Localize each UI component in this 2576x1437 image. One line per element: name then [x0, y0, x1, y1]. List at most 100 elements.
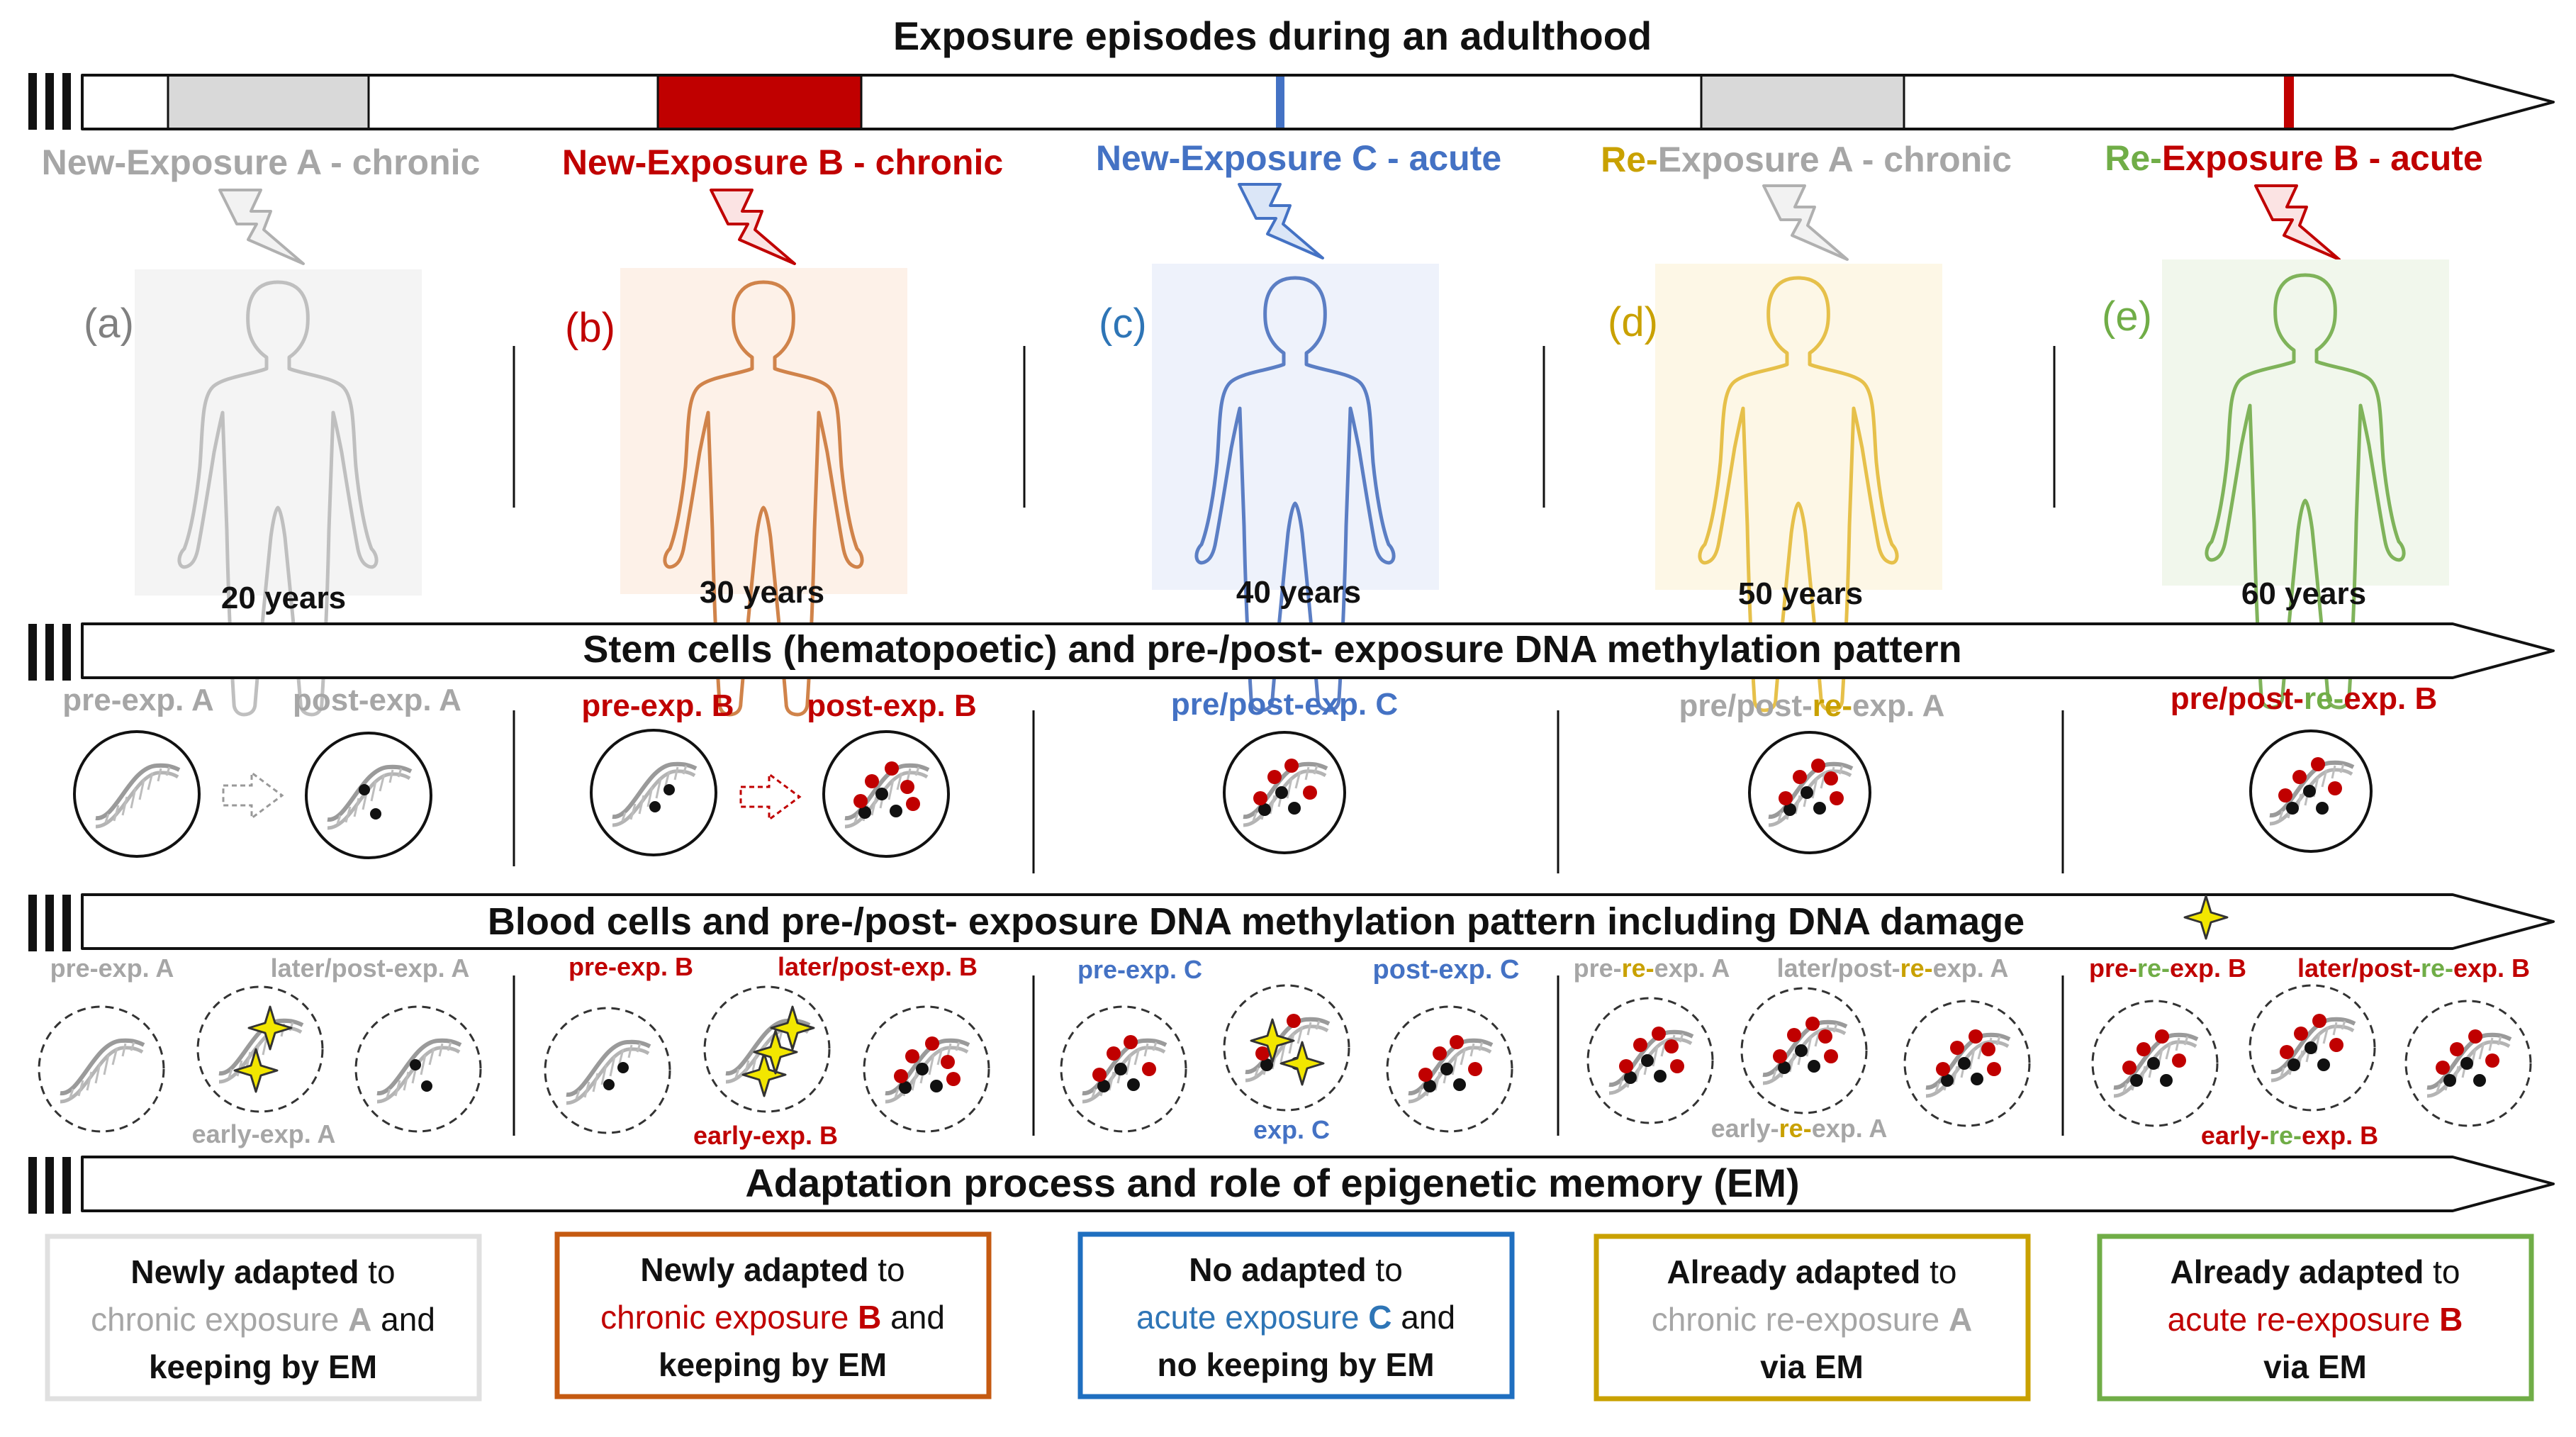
- blood-cell: [1223, 984, 1350, 1112]
- adaptation-box-d-line2: chronic re-exposure A: [1652, 1301, 1973, 1338]
- person-panel-d: [1655, 264, 1942, 590]
- blood-marker: [28, 895, 71, 951]
- age-label-b: 30 years: [700, 575, 824, 610]
- panel-separators-middle: [513, 710, 2064, 873]
- blood-cell: [2249, 984, 2376, 1112]
- stem-cell: [305, 732, 432, 859]
- age-label-e: 60 years: [2241, 576, 2366, 611]
- panel-letter-a: (a): [84, 301, 134, 347]
- panel-separators-lower: [513, 975, 2064, 1136]
- exposure-segment-b: [658, 75, 861, 129]
- exposure-segment-re-a: [1701, 75, 1904, 129]
- exposure-label-b: New-Exposure B - chronic: [562, 142, 1003, 182]
- blood-label: later/post-exp. A: [271, 954, 470, 983]
- stem-cell: [590, 729, 717, 856]
- adaptation-box-d: [1594, 1234, 2031, 1402]
- adaptation-box-d-line3: via EM: [1760, 1348, 1864, 1385]
- person-panel-a: [135, 269, 422, 596]
- blood-cell: [354, 1005, 482, 1133]
- exposure-segment-c: [1276, 75, 1284, 129]
- arrow-icon: [222, 771, 284, 820]
- blood-cell: [703, 985, 831, 1113]
- blood-label: pre-exp. A: [50, 954, 174, 983]
- stem-label: pre-exp. A: [62, 683, 214, 717]
- blood-cell: [863, 1005, 990, 1133]
- age-label-d: 50 years: [1738, 576, 1863, 611]
- stem-label: pre-exp. B: [581, 688, 734, 723]
- person-panel-e: [2162, 259, 2449, 586]
- adaptation-box-e-line3: via EM: [2263, 1348, 2367, 1385]
- blood-header-arrow: [81, 893, 2555, 950]
- panel-separators-top: [513, 346, 2056, 508]
- stem-label: post-exp. B: [807, 688, 977, 723]
- blood-cell: [2404, 1000, 2532, 1127]
- adaptation-box-c-line1: No adapted to: [1189, 1251, 1403, 1288]
- lightning-icon: [710, 189, 796, 265]
- blood-cell: [1060, 1005, 1187, 1133]
- blood-cell: [38, 1005, 165, 1133]
- stem-cell: [1748, 731, 1871, 854]
- exposure-segment-re-b: [2284, 75, 2294, 129]
- age-label-a: 20 years: [221, 581, 346, 615]
- blood-label: early-re-exp. B: [2201, 1121, 2378, 1150]
- stem-label: pre/post-re-exp. A: [1679, 688, 1945, 723]
- exposure-label-re-a: Re-Exposure A - chronic: [1601, 140, 2012, 179]
- blood-label: exp. C: [1253, 1115, 1330, 1144]
- panel-letter-c: (c): [1099, 301, 1147, 347]
- blood-label: pre-exp. B: [569, 952, 693, 981]
- blood-header-text: Blood cells and pre-/post- exposure DNA …: [488, 900, 2025, 943]
- blood-label: pre-re-exp. A: [1574, 954, 1730, 983]
- blood-label: post-exp. C: [1373, 955, 1520, 985]
- blood-label: later/post-exp. B: [778, 952, 978, 981]
- adaptation-box-e-line2: acute re-exposure B: [2168, 1301, 2463, 1338]
- blood-label: early-exp. B: [693, 1121, 838, 1150]
- adaptation-header-text: Adaptation process and role of epigeneti…: [745, 1161, 1799, 1205]
- stem-cell: [822, 730, 950, 858]
- blood-cell: [2091, 1000, 2219, 1127]
- adaptation-marker: [28, 1157, 71, 1214]
- exposure-label-a: New-Exposure A - chronic: [42, 142, 481, 182]
- lightning-icon: [1762, 184, 1849, 261]
- adaptation-box-c: [1077, 1231, 1515, 1399]
- panel-letter-b: (b): [565, 305, 615, 351]
- adaptation-box-b-line1: Newly adapted to: [640, 1251, 905, 1288]
- person-panel-c: [1152, 264, 1439, 590]
- adaptation-box-b-line2: chronic exposure B and: [600, 1299, 945, 1336]
- adaptation-box-b-line3: keeping by EM: [659, 1346, 887, 1383]
- blood-cell: [1740, 987, 1868, 1114]
- panel-letter-e: (e): [2102, 293, 2152, 340]
- lightning-icon: [1238, 183, 1324, 259]
- blood-label: early-exp. A: [192, 1119, 336, 1148]
- exposure-segment-a: [168, 75, 369, 129]
- adaptation-box-c-line3: no keeping by EM: [1157, 1346, 1434, 1383]
- blood-cell: [1386, 1005, 1513, 1133]
- blood-label: pre-re-exp. B: [2089, 954, 2246, 983]
- panel-letter-d: (d): [1608, 299, 1658, 345]
- blood-cell: [1586, 997, 1714, 1124]
- stem-label: pre/post-exp. C: [1171, 687, 1398, 722]
- stem-header-arrow: [81, 622, 2555, 679]
- blood-label: later/post-re-exp. A: [1777, 954, 2009, 983]
- diagram-title: Exposure episodes during an adulthood: [893, 13, 1652, 58]
- adaptation-box-a: [45, 1234, 482, 1402]
- exposure-label-re-b: Re-Exposure B - acute: [2105, 138, 2482, 178]
- stem-header-text: Stem cells (hematopoetic) and pre-/post-…: [583, 628, 1961, 671]
- blood-cell: [196, 985, 324, 1113]
- person-panel-b: [620, 268, 907, 594]
- stem-cell: [2249, 729, 2373, 853]
- adaptation-box-a-line1: Newly adapted to: [130, 1253, 395, 1290]
- lightning-icon: [218, 189, 305, 265]
- adaptation-box-a-line2: chronic exposure A and: [91, 1301, 435, 1338]
- stem-marker: [28, 624, 71, 681]
- adaptation-box-e: [2097, 1234, 2534, 1402]
- arrow-icon: [739, 772, 802, 822]
- blood-cell: [1903, 1000, 2031, 1127]
- adaptation-box-d-line1: Already adapted to: [1667, 1253, 1956, 1290]
- age-label-c: 40 years: [1236, 575, 1361, 610]
- blood-label: early-re-exp. A: [1711, 1114, 1888, 1143]
- stem-label: pre/post-re-exp. B: [2171, 681, 2438, 716]
- adaptation-box-c-line2: acute exposure C and: [1136, 1299, 1455, 1336]
- blood-label: later/post-re-exp. B: [2297, 954, 2530, 983]
- lightning-icon: [2254, 184, 2341, 261]
